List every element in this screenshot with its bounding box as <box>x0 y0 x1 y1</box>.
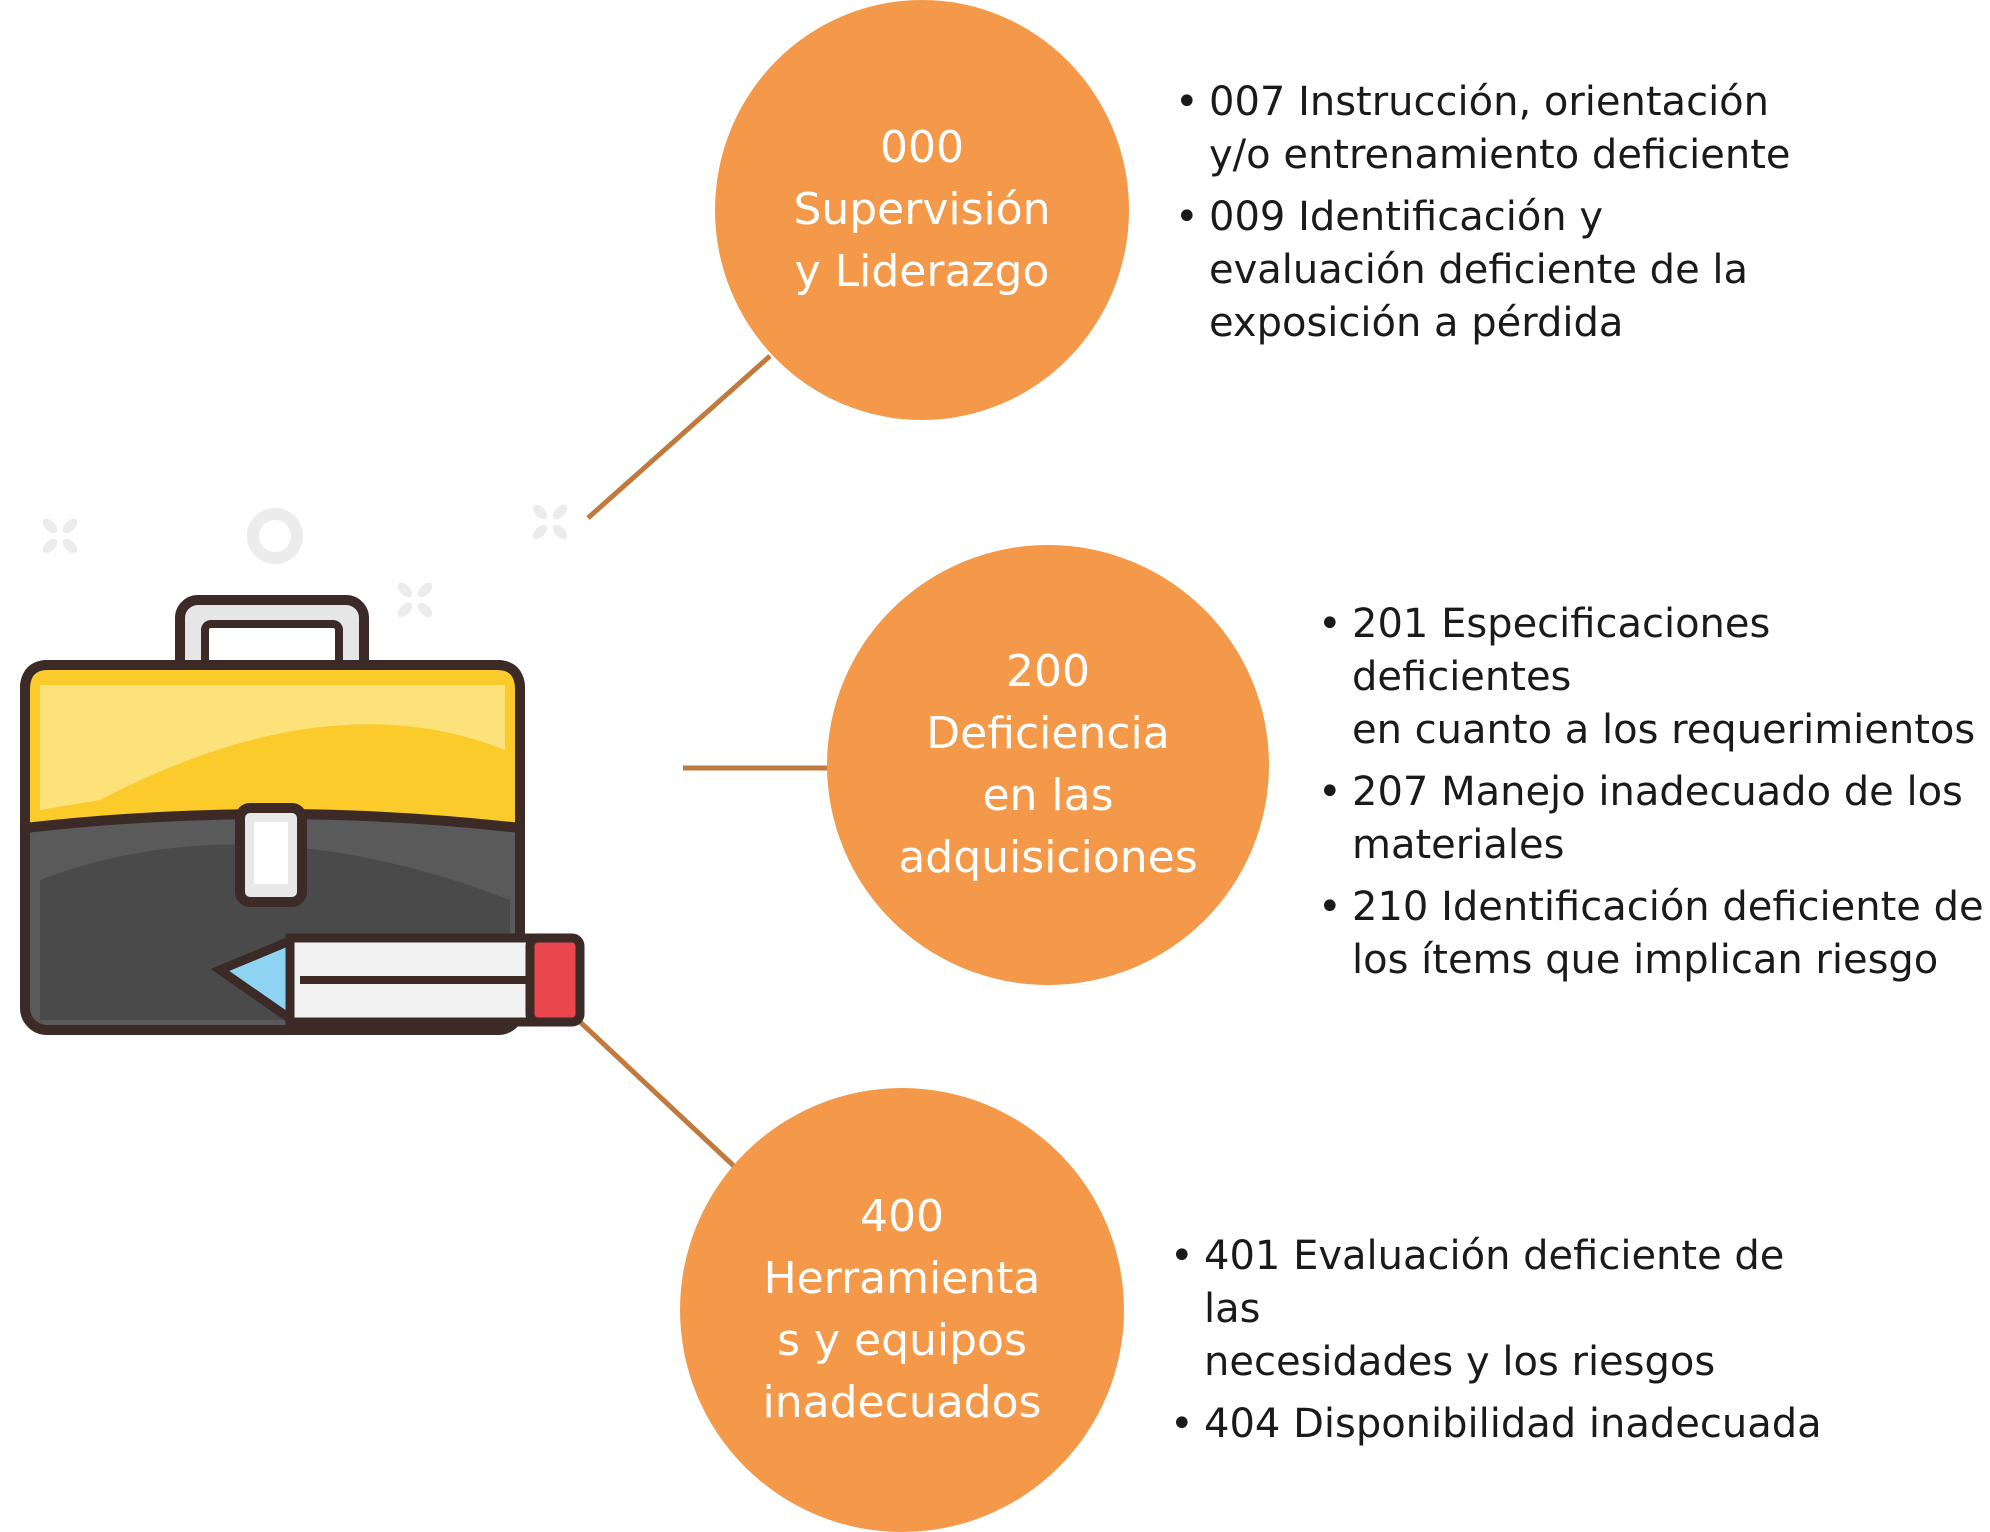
node-label-line: en las <box>982 770 1114 821</box>
connector-line-0 <box>586 354 772 520</box>
bullet-item: 404 Disponibilidad inadecuada <box>1170 1398 1850 1451</box>
bullet-list-herramientas: 401 Evaluación deficiente de las necesid… <box>1170 1230 1850 1460</box>
node-label-line: y Liderazgo <box>794 246 1050 297</box>
bullet-line: y/o entrenamiento deficiente <box>1209 132 1791 178</box>
decorative-sparkles <box>42 504 568 618</box>
node-label-line: s y equipos <box>777 1315 1027 1366</box>
node-label: 400 Herramienta s y equipos inadecuados <box>763 1186 1042 1434</box>
connector-line-2 <box>576 1018 738 1170</box>
bullet-line: 201 Especificaciones deficientes <box>1352 601 1771 700</box>
briefcase-with-pencil-icon <box>20 595 585 1035</box>
bullet-line: los ítems que implican riesgo <box>1352 937 1939 983</box>
node-label: 000 Supervisión y Liderazgo <box>793 117 1050 303</box>
bullet-item: 210 Identificación deficiente de los íte… <box>1318 881 1990 987</box>
bullet-item: 401 Evaluación deficiente de las necesid… <box>1170 1230 1850 1389</box>
bullet-line: exposición a pérdida <box>1209 300 1624 346</box>
node-label: 200 Deficiencia en las adquisiciones <box>898 641 1197 889</box>
bullet-line: necesidades y los riesgos <box>1204 1339 1716 1385</box>
node-supervision: 000 Supervisión y Liderazgo <box>715 0 1129 420</box>
node-label-line: adquisiciones <box>898 832 1198 883</box>
bullet-list-supervision: 007 Instrucción, orientación y/o entrena… <box>1175 76 1815 359</box>
bullet-list-adquisiciones: 201 Especificaciones deficientes en cuan… <box>1318 598 1990 996</box>
bullet-line: 009 Identificación y <box>1209 194 1604 240</box>
bullet-line: 404 Disponibilidad inadecuada <box>1204 1401 1822 1447</box>
bullet-item: 207 Manejo inadecuado de los materiales <box>1318 766 1990 872</box>
node-label-line: 000 <box>880 122 964 173</box>
node-label-line: 200 <box>1006 646 1090 697</box>
node-adquisiciones: 200 Deficiencia en las adquisiciones <box>827 545 1269 985</box>
node-label-line: inadecuados <box>762 1377 1042 1428</box>
bullet-item: 009 Identificación y evaluación deficien… <box>1175 191 1815 350</box>
sparkle-icon <box>42 518 78 554</box>
node-label-line: Herramienta <box>763 1253 1041 1304</box>
bullet-line: en cuanto a los requerimientos <box>1352 707 1976 753</box>
node-label-line: Deficiencia <box>926 708 1170 759</box>
ring-icon <box>247 508 303 564</box>
bullet-line: 207 Manejo inadecuado de los <box>1352 769 1963 815</box>
bullet-line: 007 Instrucción, orientación <box>1209 79 1769 125</box>
bullet-item: 201 Especificaciones deficientes en cuan… <box>1318 598 1990 757</box>
node-herramientas: 400 Herramienta s y equipos inadecuados <box>680 1088 1124 1532</box>
bullet-line: evaluación deficiente de la <box>1209 247 1749 293</box>
bullet-line: 401 Evaluación deficiente de las <box>1204 1233 1785 1332</box>
node-label-line: Supervisión <box>793 184 1051 235</box>
sparkle-icon <box>397 504 568 618</box>
bullet-line: materiales <box>1352 822 1565 868</box>
bullet-item: 007 Instrucción, orientación y/o entrena… <box>1175 76 1815 182</box>
bullet-line: 210 Identificación deficiente de <box>1352 884 1984 930</box>
node-label-line: 400 <box>860 1191 944 1242</box>
